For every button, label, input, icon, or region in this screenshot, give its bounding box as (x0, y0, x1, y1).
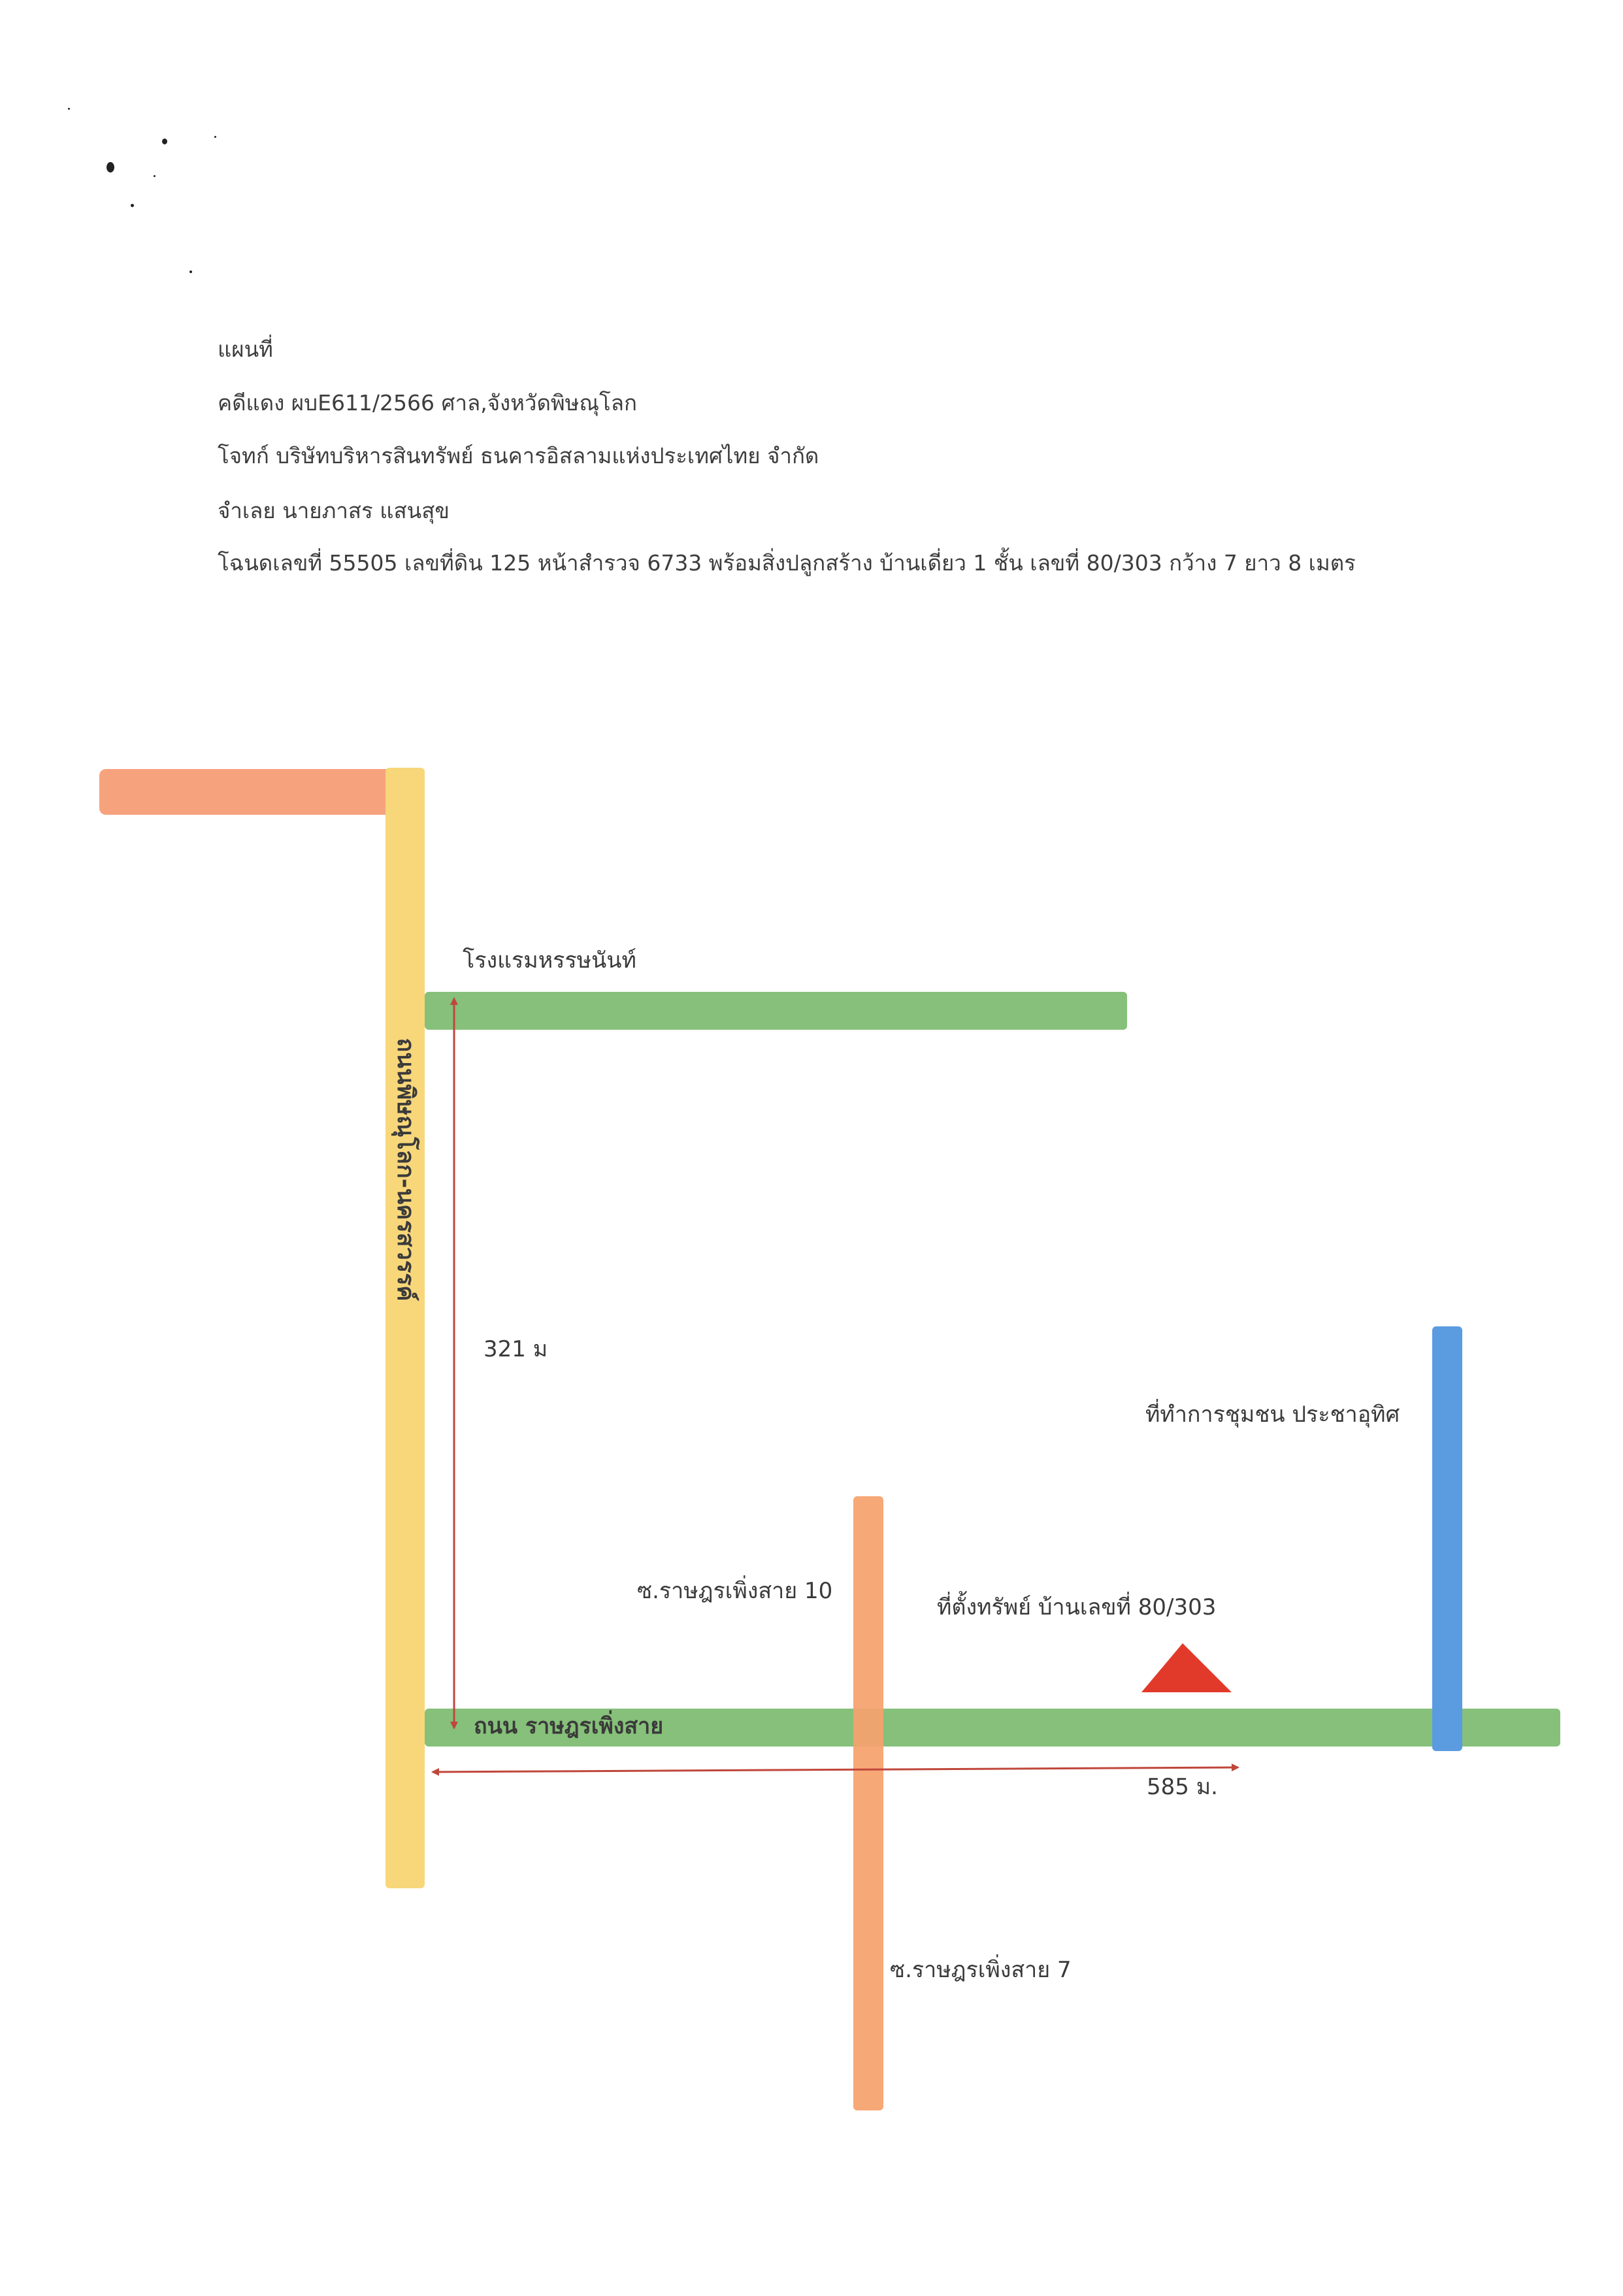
road-main-horizontal (425, 1709, 1560, 1747)
plaintiff-line: โจทก์ บริษัทบริหารสินทรัพย์ ธนคารอิสลามแ… (218, 443, 819, 468)
scan-speck (107, 162, 114, 172)
property-marker-icon (1141, 1643, 1232, 1692)
defendant-line: จำเลย นายภาสร แสนสุข (218, 498, 450, 523)
scan-speck (68, 108, 70, 110)
hotel-label: โรงแรมหรรษนันท์ (463, 947, 636, 974)
soi-7-label: ซ.ราษฎรเพิ่งสาย 7 (890, 1957, 1072, 1983)
community-office-label: ที่ทำการชุมชน ประชาอุทิศ (1145, 1402, 1400, 1428)
scan-speck (214, 136, 216, 138)
property-label: ที่ตั้งทรัพย์ บ้านเลขที่ 80/303 (937, 1594, 1217, 1620)
soi-10-label: ซ.ราษฎรเพิ่งสาย 10 (637, 1578, 833, 1604)
road-label-vertical: ถนนพิษณุโลก-นครสวรรค์ (392, 1038, 419, 1302)
road-soi-crossing (853, 1709, 883, 1747)
doc-title: แผนที่ (218, 336, 273, 362)
distance-label-horizontal: 585 ม. (1147, 1774, 1218, 1800)
case-number: คดีแดง ผบE611/2566 ศาล,จังหวัดพิษณุโลก (218, 390, 637, 416)
road-main-vertical (385, 768, 425, 1888)
scan-speck (162, 139, 167, 144)
distance-arrow-horizontal (431, 1763, 1239, 1776)
scan-speck (131, 204, 134, 207)
road-community (1432, 1326, 1462, 1751)
scan-speck (189, 271, 192, 273)
scan-speck (154, 175, 156, 177)
road-label-horizontal: ถนน ราษฎรเพิ่งสาย (474, 1713, 664, 1739)
road-hotel (425, 992, 1127, 1030)
distance-label-vertical: 321 ม (484, 1336, 548, 1362)
road-soi (853, 1496, 883, 2110)
deed-line: โฉนดเลขที่ 55505 เลขที่ดิน 125 หน้าสำรวจ… (218, 550, 1356, 576)
road-top-left (99, 769, 395, 815)
